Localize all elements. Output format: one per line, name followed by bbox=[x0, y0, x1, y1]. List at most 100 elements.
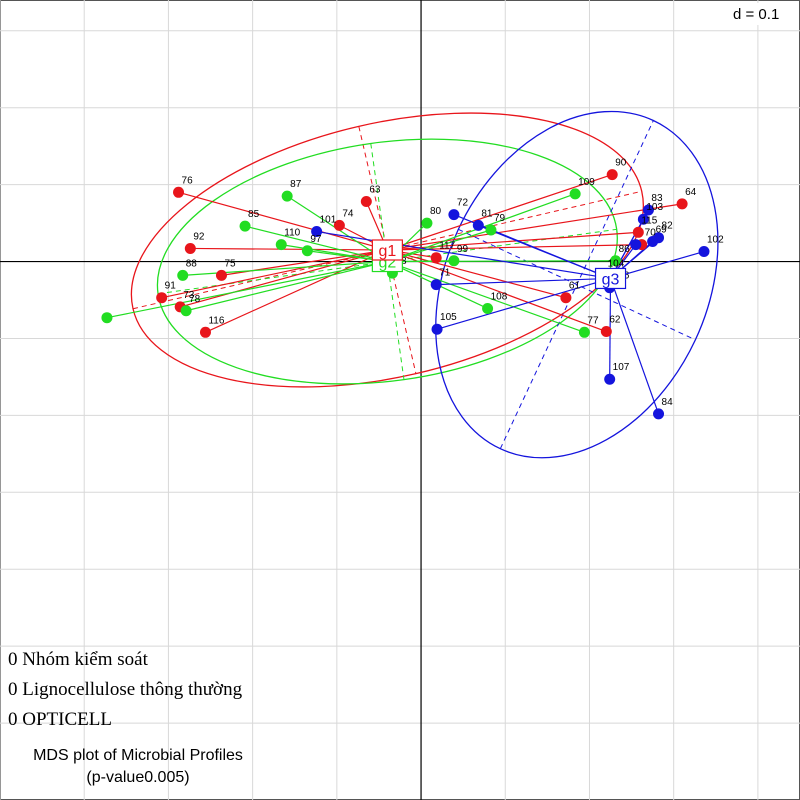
point-g3 bbox=[431, 323, 443, 335]
point-label: 101 bbox=[320, 215, 337, 226]
spoke-g1 bbox=[190, 247, 388, 251]
point-label: 61 bbox=[569, 281, 581, 292]
spoke-g3 bbox=[478, 224, 611, 280]
point-label: 84 bbox=[662, 397, 674, 408]
point-label: 109 bbox=[578, 177, 595, 188]
point-g3 bbox=[630, 239, 642, 251]
point-g3 bbox=[647, 236, 659, 248]
legend-marker: 0 bbox=[8, 709, 18, 730]
spoke-g1 bbox=[387, 249, 567, 299]
ellipse-minor-axis-g3 bbox=[458, 228, 696, 341]
legend-item-g1: 0 Nhóm kiểm soát bbox=[8, 645, 242, 675]
point-g2 bbox=[101, 312, 113, 324]
spoke-g2 bbox=[185, 260, 388, 312]
point-label: 103 bbox=[646, 202, 663, 213]
point-label: 104 bbox=[608, 258, 625, 269]
point-label: 88 bbox=[186, 258, 198, 269]
point-label: 87 bbox=[290, 179, 302, 190]
legend-marker: 0 bbox=[8, 649, 18, 670]
group-label-g1: g1 bbox=[378, 243, 396, 260]
spoke-g1 bbox=[387, 174, 613, 251]
point-label: 99 bbox=[457, 244, 469, 255]
point-g1 bbox=[173, 186, 185, 198]
point-label: 102 bbox=[707, 235, 724, 246]
point-g2 bbox=[569, 188, 581, 200]
spoke-g2 bbox=[106, 260, 388, 319]
point-g2 bbox=[180, 305, 192, 317]
legend-label: OPTICELL bbox=[22, 709, 112, 730]
point-label: 90 bbox=[615, 158, 627, 169]
point-g3 bbox=[430, 279, 442, 291]
caption: MDS plot of Microbial Profiles (p-value0… bbox=[8, 745, 268, 789]
point-label: 81 bbox=[481, 208, 493, 219]
point-label: 78 bbox=[189, 294, 201, 305]
point-label: 108 bbox=[491, 291, 508, 302]
point-g3 bbox=[448, 209, 460, 221]
spoke-g3 bbox=[609, 278, 660, 415]
point-g2 bbox=[239, 220, 251, 232]
point-g2 bbox=[275, 239, 287, 251]
point-label: 69 bbox=[656, 225, 668, 236]
point-label: 91 bbox=[165, 281, 177, 292]
point-label: 76 bbox=[182, 175, 194, 186]
point-label: 86 bbox=[619, 244, 631, 255]
point-g3 bbox=[653, 408, 665, 420]
spoke-g2 bbox=[244, 225, 388, 263]
point-g1 bbox=[600, 326, 612, 338]
point-label: 97 bbox=[310, 234, 322, 245]
legend-item-g3: 0 OPTICELL bbox=[8, 705, 242, 735]
scale-label: d = 0.1 bbox=[733, 6, 779, 23]
point-g1 bbox=[156, 292, 168, 304]
point-label: 63 bbox=[369, 185, 381, 196]
point-g1 bbox=[560, 292, 572, 304]
spoke-g3 bbox=[436, 277, 611, 286]
spoke-g1 bbox=[387, 249, 607, 333]
point-g2 bbox=[448, 255, 460, 267]
point-label: 75 bbox=[224, 258, 236, 269]
point-label: 92 bbox=[193, 231, 205, 242]
point-g3 bbox=[311, 226, 323, 238]
point-label: 73 bbox=[183, 290, 195, 301]
point-label: 64 bbox=[685, 187, 697, 198]
legend-item-g2: 0 Lignocellulose thông thường bbox=[8, 675, 242, 705]
point-label: 110 bbox=[284, 228, 300, 239]
point-g2 bbox=[578, 326, 590, 338]
group-label-g3: g3 bbox=[602, 271, 620, 288]
legend-marker: 0 bbox=[8, 679, 18, 700]
point-label: 115 bbox=[641, 215, 657, 226]
spoke-g1 bbox=[161, 249, 388, 299]
point-g1 bbox=[199, 326, 211, 338]
point-g1 bbox=[606, 169, 618, 181]
point-g1 bbox=[430, 252, 442, 264]
point-label: 80 bbox=[430, 206, 442, 217]
scale-box bbox=[725, 3, 797, 25]
spoke-g1 bbox=[180, 249, 388, 308]
point-g1 bbox=[333, 219, 345, 231]
point-g2 bbox=[177, 269, 189, 281]
legend-label: Nhóm kiểm soát bbox=[22, 649, 148, 670]
point-g2 bbox=[485, 224, 497, 236]
point-label: 85 bbox=[248, 209, 260, 220]
point-label: 62 bbox=[609, 315, 621, 326]
spoke-g1 bbox=[387, 203, 683, 251]
point-g2 bbox=[281, 190, 293, 202]
point-label: 74 bbox=[342, 208, 354, 219]
point-g3 bbox=[472, 219, 484, 231]
point-g3 bbox=[642, 204, 654, 216]
point-label: 116 bbox=[208, 315, 224, 326]
point-label: 107 bbox=[613, 362, 630, 373]
legend-label: Lignocellulose thông thường bbox=[22, 679, 243, 700]
point-label: 83 bbox=[651, 193, 663, 204]
spoke-g3 bbox=[436, 277, 611, 330]
point-label: 70 bbox=[645, 228, 657, 239]
point-label: 79 bbox=[494, 213, 506, 224]
point-label: 82 bbox=[662, 221, 674, 232]
point-label: 117 bbox=[439, 241, 455, 252]
spoke-g1 bbox=[178, 191, 388, 251]
point-g1 bbox=[632, 226, 644, 238]
point-g1 bbox=[184, 242, 196, 254]
